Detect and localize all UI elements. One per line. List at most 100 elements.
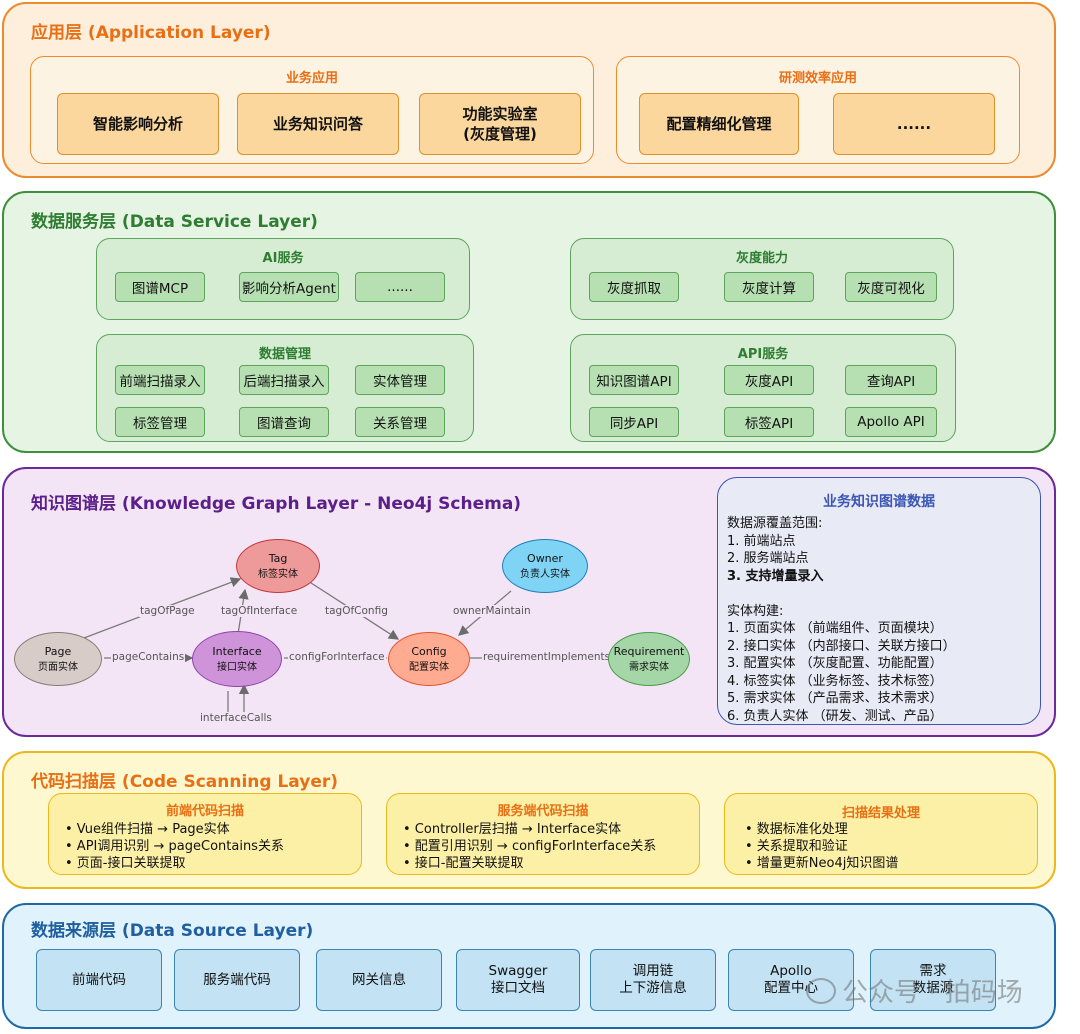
kg-info-line: 6. 负责人实体 （研发、测试、产品） [727,708,943,724]
tag-api[interactable]: 标签API [724,407,814,437]
kg-info-title: 业务知识图谱数据 [823,494,935,510]
watermark: 公众号 · 拍码场 [806,972,1023,1009]
business-apps-title: 业务应用 [285,71,338,86]
impact-analysis-app[interactable]: 智能影响分析 [57,93,219,155]
code-scanning-layer-title: 代码扫描层 (Code Scanning Layer) [31,772,339,792]
knowledge-graph-layer-title: 知识图谱层 (Knowledge Graph Layer - Neo4j Sch… [31,494,522,514]
frontend-scan-group: 前端代码扫描 • Vue组件扫描 → Page实体 • API调用识别 → pa… [48,793,362,875]
frontend-scan-title: 前端代码扫描 [165,804,244,819]
node-owner-name: Owner [527,552,563,565]
bullet-item: • 页面-接口关联提取 [65,856,186,871]
more-ai-services[interactable]: ...... [355,272,445,302]
apollo-api[interactable]: Apollo API [845,407,937,437]
config-management-app[interactable]: 配置精细化管理 [639,93,799,155]
gray-visualize-service[interactable]: 灰度可视化 [845,272,937,302]
node-config[interactable]: Config 配置实体 [388,632,470,686]
edge-label-tag-of-config: tagOfConfig [324,605,389,617]
backend-scan-entry[interactable]: 后端扫描录入 [239,365,329,395]
data-management-group: 数据管理 前端扫描录入 后端扫描录入 实体管理 标签管理 图谱查询 关系管理 [96,334,474,442]
edge-label-interface-calls: interfaceCalls [199,712,273,724]
kg-info-line [727,585,956,603]
node-config-sub: 配置实体 [409,662,449,673]
node-interface[interactable]: Interface 接口实体 [192,631,282,687]
kg-info-line: 3. 支持增量录入 [727,568,824,584]
frontend-scan-entry[interactable]: 前端扫描录入 [115,365,205,395]
api-services-title: API服务 [737,347,789,362]
scan-result-group: 扫描结果处理 • 数据标准化处理 • 关系提取和验证 • 增量更新Neo4j知识… [724,793,1038,875]
entity-management[interactable]: 实体管理 [355,365,445,395]
kg-info-line: 2. 接口实体 （内部接口、关联方接口） [727,638,956,654]
kg-api[interactable]: 知识图谱API [589,365,679,395]
tag-management[interactable]: 标签管理 [115,407,205,437]
watermark-text: 公众号 · 拍码场 [842,978,1023,1008]
data-service-layer-title: 数据服务层 (Data Service Layer) [31,212,318,232]
bullet-item: • 数据标准化处理 [745,822,848,837]
feature-lab-app[interactable]: 功能实验室 (灰度管理) [419,93,581,155]
sync-api[interactable]: 同步API [589,407,679,437]
kg-info-line: 实体构建: [727,603,784,619]
node-tag-sub: 标签实体 [258,569,298,580]
kg-info-panel: 业务知识图谱数据 数据源覆盖范围: 1. 前端站点 2. 服务端站点 3. 支持… [717,477,1041,725]
source-backend-code[interactable]: 服务端代码 [174,949,300,1011]
efficiency-apps-title: 研测效率应用 [778,71,857,86]
gray-fetch-service[interactable]: 灰度抓取 [589,272,679,302]
kg-info-lines: 数据源覆盖范围: 1. 前端站点 2. 服务端站点 3. 支持增量录入 实体构建… [727,515,956,725]
gray-compute-service[interactable]: 灰度计算 [724,272,814,302]
bullet-item: • API调用识别 → pageContains关系 [65,839,284,854]
wechat-icon [806,977,836,1004]
data-management-title: 数据管理 [258,347,311,362]
node-owner[interactable]: Owner 负责人实体 [502,539,588,593]
node-owner-sub: 负责人实体 [520,569,570,580]
source-call-chain[interactable]: 调用链 上下游信息 [590,949,716,1011]
impact-agent-service[interactable]: 影响分析Agent [239,272,339,302]
more-apps-placeholder[interactable]: ...... [833,93,995,155]
bullet-item: • 增量更新Neo4j知识图谱 [745,856,899,871]
ai-services-title: AI服务 [262,251,304,266]
code-scanning-layer: 代码扫描层 (Code Scanning Layer) 前端代码扫描 • Vue… [2,751,1056,889]
gray-api[interactable]: 灰度API [724,365,814,395]
node-config-name: Config [411,645,447,658]
source-requirement-data[interactable]: 需求 数据源 [870,949,996,1011]
backend-scan-title: 服务端代码扫描 [497,804,589,819]
bullet-item: • 配置引用识别 → configForInterface关系 [403,839,657,854]
kg-info-line: 2. 服务端站点 [727,551,809,566]
graph-mcp-service[interactable]: 图谱MCP [115,272,205,302]
source-frontend-code[interactable]: 前端代码 [36,949,162,1011]
edge-label-requirement-implements: requirementImplements [482,651,612,663]
backend-scan-group: 服务端代码扫描 • Controller层扫描 → Interface实体 • … [386,793,700,875]
relation-management[interactable]: 关系管理 [355,407,445,437]
node-tag-name: Tag [268,552,288,565]
edge-label-config-for-interface: configForInterface [288,651,386,663]
query-api[interactable]: 查询API [845,365,937,395]
backend-scan-items: • Controller层扫描 → Interface实体 • 配置引用识别 →… [403,821,656,872]
edge-label-owner-maintain: ownerMaintain [452,605,532,617]
edge-interface-self [227,685,244,716]
node-page-sub: 页面实体 [38,662,78,673]
kg-info-line: 1. 页面实体 （前端组件、页面模块） [727,621,943,636]
data-source-layer-title: 数据来源层 (Data Source Layer) [31,921,314,941]
bullet-item: • Controller层扫描 → Interface实体 [403,822,622,837]
edge-label-tag-of-page: tagOfPage [139,605,196,617]
knowledge-graph-layer: 知识图谱层 (Knowledge Graph Layer - Neo4j Sch… [2,467,1056,737]
bullet-item: • 关系提取和验证 [745,839,848,854]
source-apollo-config[interactable]: Apollo 配置中心 [728,949,854,1011]
node-requirement[interactable]: Requirement 需求实体 [608,632,690,686]
kg-info-line: 4. 标签实体 （业务标签、技术标签） [727,673,943,689]
kg-info-line: 3. 配置实体 （灰度配置、功能配置） [727,656,943,671]
kg-info-line: 数据源覆盖范围: [727,516,823,531]
source-gateway-info[interactable]: 网关信息 [316,949,442,1011]
source-swagger-docs[interactable]: Swagger 接口文档 [456,949,580,1011]
business-qa-app[interactable]: 业务知识问答 [237,93,399,155]
node-requirement-name: Requirement [613,645,685,658]
scan-result-items: • 数据标准化处理 • 关系提取和验证 • 增量更新Neo4j知识图谱 [745,821,898,872]
gray-capability-group: 灰度能力 灰度抓取 灰度计算 灰度可视化 [570,238,954,320]
edge-label-page-contains: pageContains [111,651,186,663]
node-page[interactable]: Page 页面实体 [14,632,102,686]
graph-query[interactable]: 图谱查询 [239,407,329,437]
kg-info-line: 1. 前端站点 [727,533,796,549]
efficiency-apps-group: 研测效率应用 配置精细化管理 ...... [616,56,1020,164]
data-source-layer: 数据来源层 (Data Source Layer) 前端代码 服务端代码 网关信… [2,903,1056,1029]
bullet-item: • 接口-配置关联提取 [403,856,524,871]
node-tag[interactable]: Tag 标签实体 [236,539,320,593]
application-layer: 应用层 (Application Layer) 业务应用 智能影响分析 业务知识… [2,2,1056,178]
